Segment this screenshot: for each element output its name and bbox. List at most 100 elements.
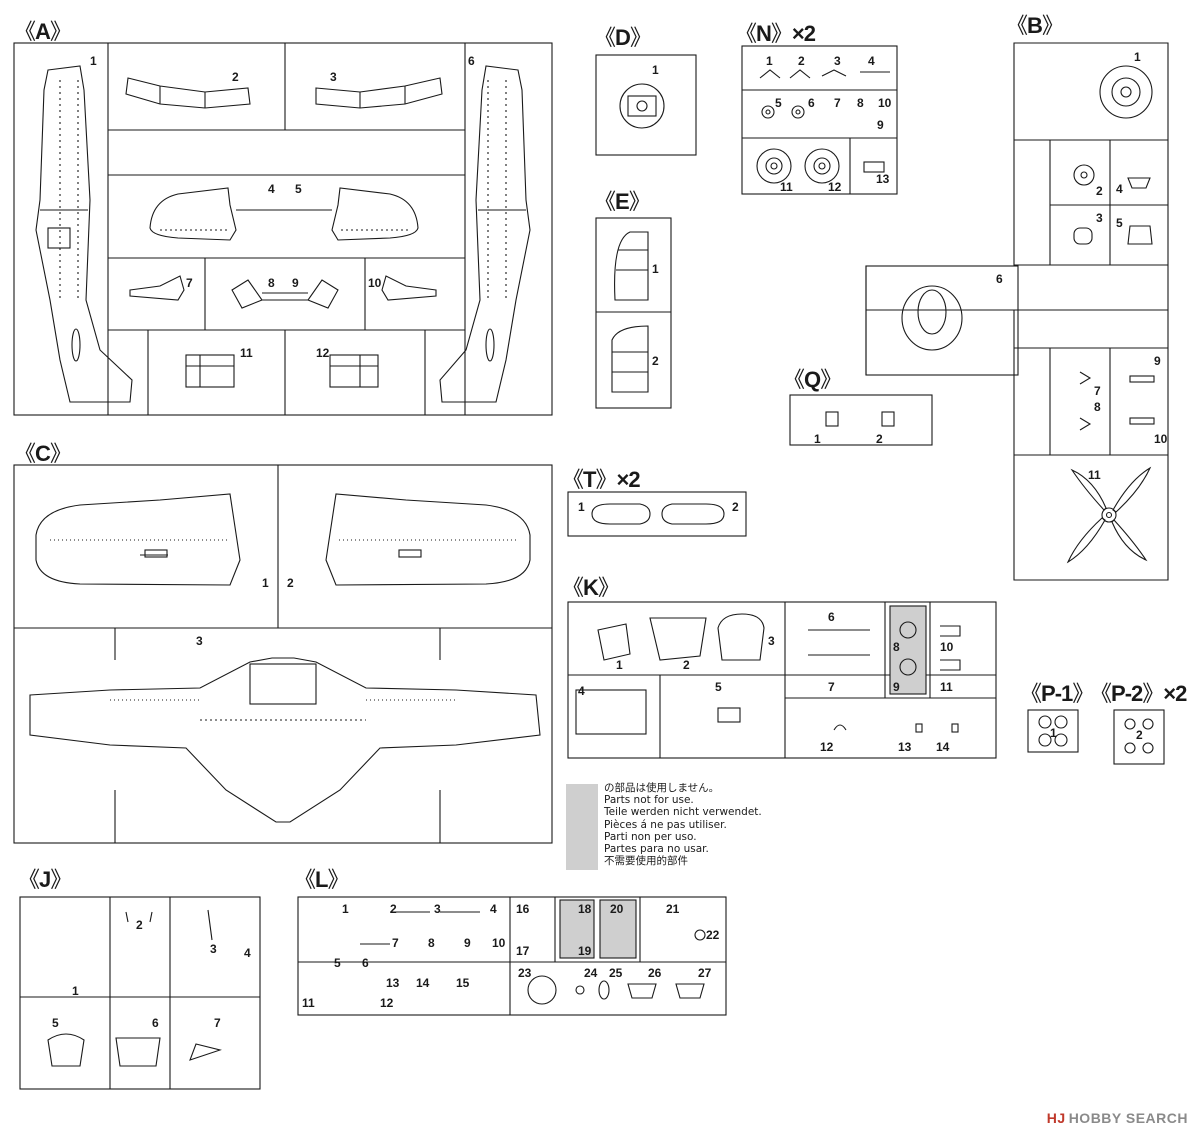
sprue-a-frame: [13, 42, 553, 416]
part-number: 6: [152, 1016, 159, 1030]
sprue-a-parts-2-3: [125, 77, 443, 109]
part-number: 7: [214, 1016, 221, 1030]
sprue-j-label: 《J》: [18, 867, 72, 892]
part-number: 1: [72, 984, 79, 998]
part-number: 10: [940, 640, 954, 654]
part-number: 9: [893, 680, 900, 694]
part-number: 5: [715, 680, 722, 694]
legend-line: Parti non per uso.: [604, 830, 697, 843]
part-number: 3: [834, 54, 841, 68]
part-number: 7: [828, 680, 835, 694]
part-number: 3: [434, 902, 441, 916]
part-number: 12: [820, 740, 834, 754]
part-number: 9: [877, 118, 884, 132]
part-number: 10: [492, 936, 506, 950]
part-number: 13: [898, 740, 912, 754]
part-number: 2: [1136, 728, 1143, 742]
part-number: 5: [52, 1016, 59, 1030]
sprue-l-frame: [297, 896, 727, 1016]
part-number: 25: [609, 966, 623, 980]
legend-line: 不需要使用的部件: [604, 855, 688, 868]
sprue-n-label: 《N》×2: [735, 21, 816, 46]
part-number: 1: [1050, 726, 1057, 740]
sprue-j-frame: [19, 896, 261, 1090]
part-number: 2: [732, 500, 739, 514]
part-number: 21: [666, 902, 680, 916]
part-number: 13: [386, 976, 400, 990]
sprue-l-label: 《L》: [294, 867, 349, 892]
sprue-p1-label: 《P-1》: [1020, 681, 1094, 706]
sprue-a-parts-4-5: [149, 187, 419, 241]
sprue-c-wing-upper-left: [35, 493, 241, 586]
part-number: 11: [940, 680, 953, 694]
part-number: 1: [652, 63, 659, 77]
sprue-c-wing-lower: [29, 657, 541, 823]
part-number: 8: [893, 640, 900, 654]
sprue-b-label: 《B》: [1006, 13, 1064, 38]
part-number: 19: [578, 944, 592, 958]
part-number: 11: [240, 346, 253, 360]
sprue-p2-label: 《P-2》×2: [1090, 681, 1187, 706]
legend-line: の部品は使用しません。: [604, 782, 720, 794]
part-number: 8: [1094, 400, 1101, 414]
part-number: 22: [706, 928, 720, 942]
part-number: 1: [652, 262, 659, 276]
part-number: 4: [578, 684, 585, 698]
part-number: 7: [392, 936, 399, 950]
sprue-q-label: 《Q》: [783, 367, 842, 392]
part-number: 11: [780, 180, 793, 194]
part-number: 20: [610, 902, 624, 916]
part-number: 7: [186, 276, 193, 290]
part-number: 23: [518, 966, 532, 980]
part-number: 4: [1116, 182, 1123, 196]
part-number: 3: [1096, 211, 1103, 225]
part-number: 12: [828, 180, 842, 194]
sprue-e-label: 《E》: [594, 189, 651, 214]
part-number: 4: [868, 54, 875, 68]
part-number: 12: [380, 996, 394, 1010]
part-number: 2: [136, 918, 143, 932]
sprue-k-label: 《K》: [562, 575, 620, 600]
part-number: 10: [878, 96, 892, 110]
unused-parts-text: の部品は使用しません。 Parts not for use. Teile wer…: [604, 782, 762, 867]
part-number: 2: [287, 576, 294, 590]
part-number: 6: [996, 272, 1003, 286]
part-number: 9: [292, 276, 299, 290]
sprue-q-frame: [789, 394, 933, 446]
part-number: 9: [1154, 354, 1161, 368]
part-number: 3: [768, 634, 775, 648]
sprue-a-parts-7-10: [129, 275, 437, 309]
part-number: 10: [368, 276, 382, 290]
part-number: 27: [698, 966, 712, 980]
part-number: 1: [578, 500, 585, 514]
part-number: 2: [798, 54, 805, 68]
part-number: 3: [196, 634, 203, 648]
part-number: 1: [1134, 50, 1141, 64]
legend-line: Pièces á ne pas utiliser.: [604, 818, 727, 831]
part-number: 4: [268, 182, 275, 196]
part-number: 18: [578, 902, 592, 916]
legend-line: Partes para no usar.: [604, 843, 709, 856]
part-number: 5: [334, 956, 341, 970]
part-number: 6: [828, 610, 835, 624]
sprue-c-label: 《C》: [14, 441, 72, 466]
part-number: 26: [648, 966, 662, 980]
sprue-a-fuselage-right: [439, 65, 531, 403]
part-number: 7: [834, 96, 841, 110]
part-number: 4: [490, 902, 497, 916]
part-number: 2: [390, 902, 397, 916]
part-number: 14: [416, 976, 430, 990]
sprue-t-frame: [567, 491, 747, 537]
watermark-logo-icon: HJ: [1046, 1110, 1066, 1126]
sprue-a-label: 《A》: [14, 19, 72, 44]
part-number: 11: [302, 996, 315, 1010]
part-number: 1: [262, 576, 269, 590]
part-number: 2: [1096, 184, 1103, 198]
part-number: 10: [1154, 432, 1168, 446]
sprue-c-wing-upper-right: [325, 493, 531, 586]
part-number: 11: [1088, 468, 1101, 482]
part-number: 6: [362, 956, 369, 970]
part-number: 1: [814, 432, 821, 446]
